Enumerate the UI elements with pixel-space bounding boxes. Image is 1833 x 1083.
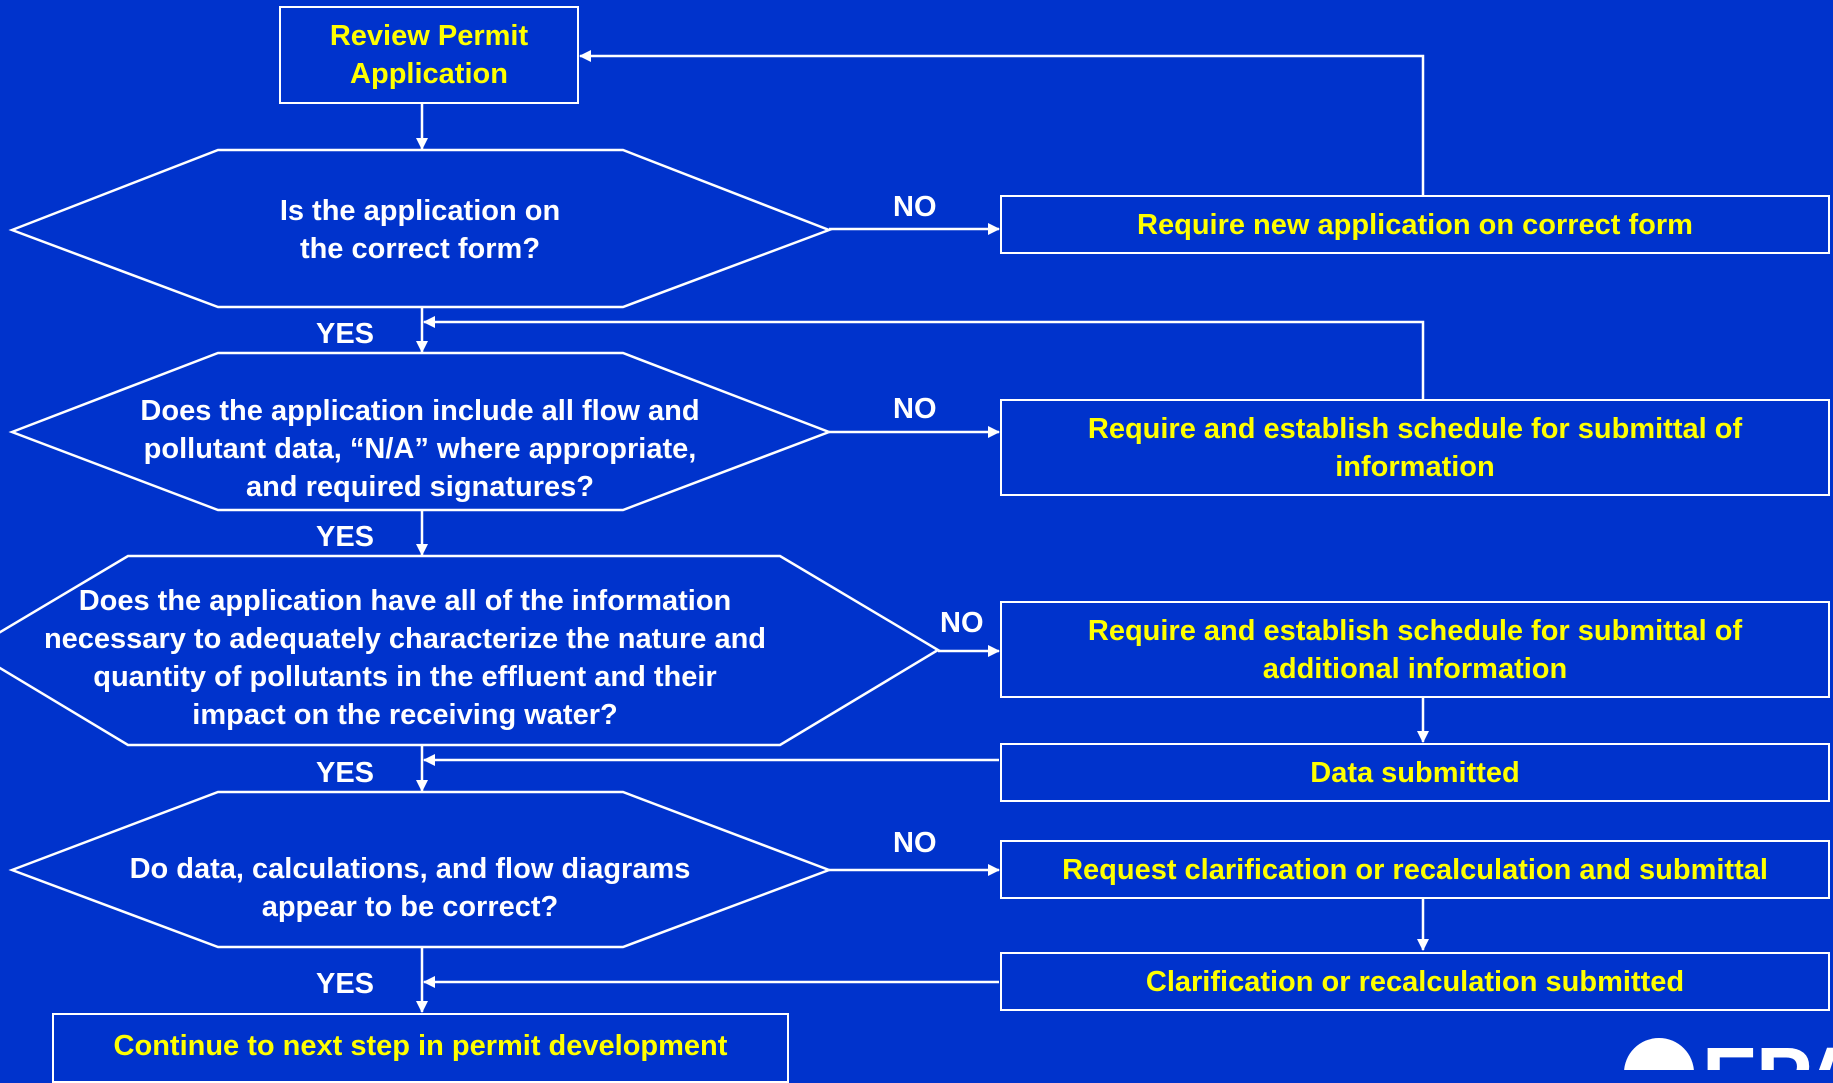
action-data-submitted-label: Data submitted <box>1310 756 1520 789</box>
loop-new-form-to-review <box>579 50 1425 195</box>
end-box: Continue to next step in permit developm… <box>52 1013 789 1083</box>
action-request-clarification: Request clarification or recalculation a… <box>1000 840 1830 899</box>
yes-label-1: YES <box>316 318 375 350</box>
action-schedule-information: Require and establish schedule for submi… <box>1000 399 1830 496</box>
action-clarification-submitted: Clarification or recalculation submitted <box>1000 952 1830 1011</box>
start-box: Review Permit Application <box>279 6 579 104</box>
action-clarification-submitted-label: Clarification or recalculation submitted <box>1145 965 1685 998</box>
question-1-text: Is the application on the correct form? <box>279 195 561 265</box>
no-label-3: NO <box>940 607 984 639</box>
action-new-application-label: Require new application on correct form <box>1137 208 1693 241</box>
end-label: Continue to next step in permit developm… <box>113 1030 728 1062</box>
epa-logo: EPA <box>1620 1036 1833 1070</box>
question-2-text: Does the application include all flow an… <box>140 395 700 503</box>
action-schedule-information-label: Require and establish schedule for submi… <box>1087 412 1743 483</box>
action-schedule-additional: Require and establish schedule for submi… <box>1000 601 1830 698</box>
loop-schedule-to-q2 <box>423 316 1425 399</box>
question-3-text: Does the application have all of the inf… <box>43 585 767 731</box>
action-request-clarification-label: Request clarification or recalculation a… <box>1062 853 1768 886</box>
epa-logo-text: EPA <box>1702 1036 1833 1070</box>
yes-label-2: YES <box>316 521 375 553</box>
action-data-submitted: Data submitted <box>1000 743 1830 802</box>
action-schedule-additional-label: Require and establish schedule for submi… <box>1087 614 1743 685</box>
no-label-4: NO <box>893 827 937 859</box>
yes-label-4: YES <box>316 968 375 1000</box>
epa-flower-icon <box>1624 1038 1694 1070</box>
no-label-1: NO <box>893 191 937 223</box>
yes-label-3: YES <box>316 757 375 789</box>
no-label-2: NO <box>893 393 937 425</box>
start-label: Review Permit Application <box>329 20 529 90</box>
action-new-application: Require new application on correct form <box>1000 195 1830 254</box>
question-4-text: Do data, calculations, and flow diagrams… <box>129 853 691 923</box>
